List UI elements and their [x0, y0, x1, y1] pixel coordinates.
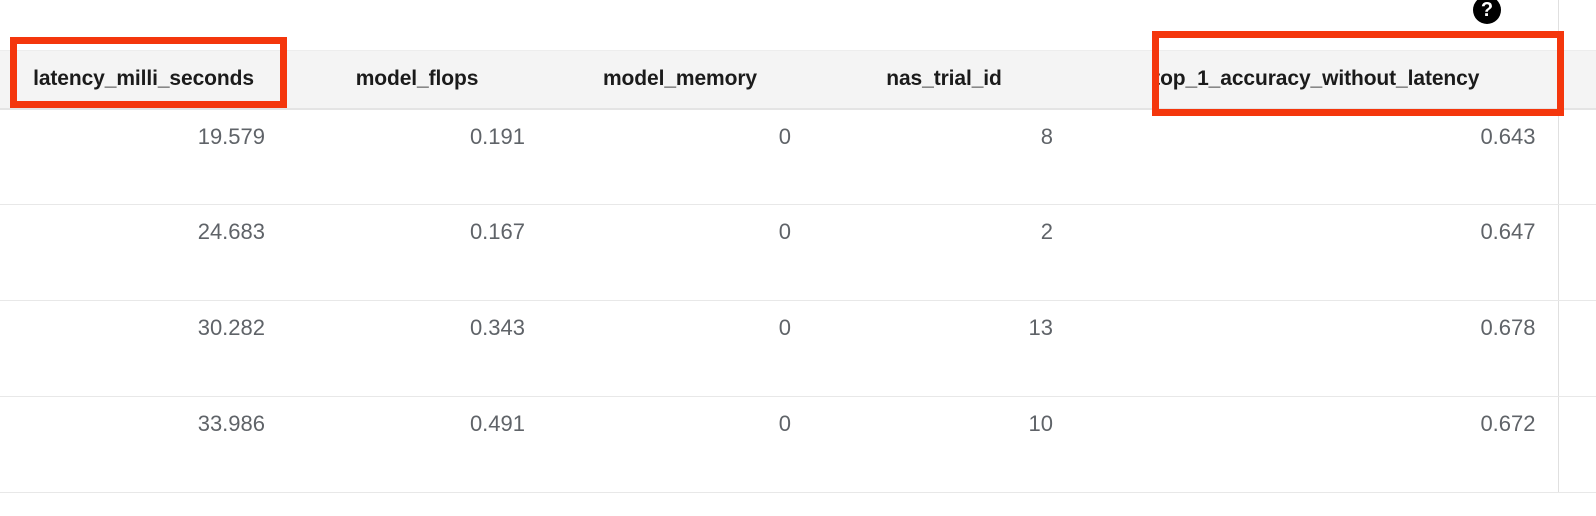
column-header-model-flops[interactable]: model_flops	[287, 50, 547, 110]
cell-latency-milli-seconds: 30.282	[0, 300, 287, 397]
cell-model-flops: 0.343	[287, 300, 547, 397]
cell-nas-trial-id: 2	[813, 204, 1075, 301]
cell-model-flops: 0.167	[287, 204, 547, 301]
table-toolbar-strip: ?	[0, 0, 1596, 50]
cell-model-memory: 0	[547, 300, 813, 397]
toolbar-column-divider	[1558, 0, 1559, 50]
column-header-top-1-accuracy-without-latency[interactable]: top_1_accuracy_without_latency	[1075, 50, 1558, 110]
cell-model-memory: 0	[547, 396, 813, 493]
cell-top-1-accuracy-without-latency: 0.643	[1075, 108, 1558, 205]
cell-spacer	[1557, 396, 1596, 493]
cell-latency-milli-seconds: 19.579	[0, 108, 287, 205]
cell-model-flops: 0.191	[287, 108, 547, 205]
column-header-model-memory[interactable]: model_memory	[547, 50, 813, 110]
cell-model-flops: 0.491	[287, 396, 547, 493]
column-header-nas-trial-id[interactable]: nas_trial_id	[813, 50, 1075, 110]
cell-nas-trial-id: 10	[813, 396, 1075, 493]
cell-latency-milli-seconds: 33.986	[0, 396, 287, 493]
cell-spacer	[1557, 204, 1596, 301]
column-header-spacer	[1557, 50, 1596, 110]
cell-latency-milli-seconds: 24.683	[0, 204, 287, 301]
column-header-latency-milli-seconds[interactable]: latency_milli_seconds	[0, 50, 287, 110]
cell-top-1-accuracy-without-latency: 0.678	[1075, 300, 1558, 397]
cell-top-1-accuracy-without-latency: 0.672	[1075, 396, 1558, 493]
cell-top-1-accuracy-without-latency: 0.647	[1075, 204, 1558, 301]
cell-spacer	[1557, 108, 1596, 205]
cell-model-memory: 0	[547, 108, 813, 205]
cell-spacer	[1557, 300, 1596, 397]
cell-nas-trial-id: 8	[813, 108, 1075, 205]
help-icon[interactable]: ?	[1473, 0, 1501, 24]
cell-nas-trial-id: 13	[813, 300, 1075, 397]
cell-model-memory: 0	[547, 204, 813, 301]
